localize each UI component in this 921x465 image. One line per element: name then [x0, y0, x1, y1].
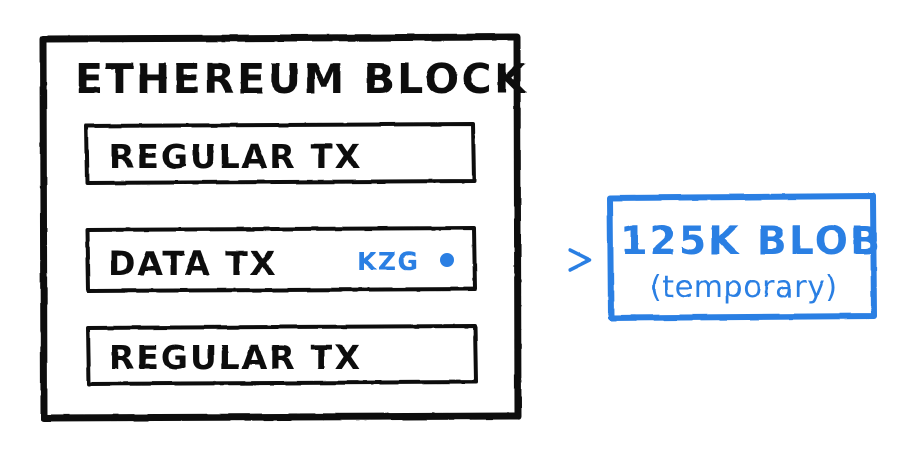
- ethereum-block-container: [39, 33, 522, 422]
- connector-arrow-head: [568, 248, 592, 272]
- tx-row-regular-1[interactable]: REGULAR TX: [84, 122, 476, 185]
- kzg-tag-label: KZG: [357, 247, 420, 276]
- block-title: ETHEREUM BLOCK: [75, 55, 528, 103]
- tx-row-border: [84, 122, 476, 185]
- blob-box-container[interactable]: 125K BLOB (temporary): [607, 193, 882, 321]
- blob-box-border: [607, 193, 877, 321]
- blob-title: 125K BLOB: [620, 219, 882, 264]
- kzg-commitment-dot: [440, 253, 454, 267]
- tx-row-label: DATA TX: [108, 244, 277, 283]
- kzg-to-blob-connector: [440, 248, 592, 272]
- blob-subtitle: (temporary): [650, 270, 838, 305]
- tx-row-label: REGULAR TX: [109, 137, 362, 176]
- tx-row-label: REGULAR TX: [109, 338, 362, 377]
- tx-row-data[interactable]: DATA TX KZG: [85, 226, 477, 293]
- tx-row-border: [86, 324, 478, 386]
- ethereum-block-border: [39, 33, 522, 422]
- tx-row-regular-2[interactable]: REGULAR TX: [86, 324, 478, 386]
- tx-row-border: [85, 226, 477, 293]
